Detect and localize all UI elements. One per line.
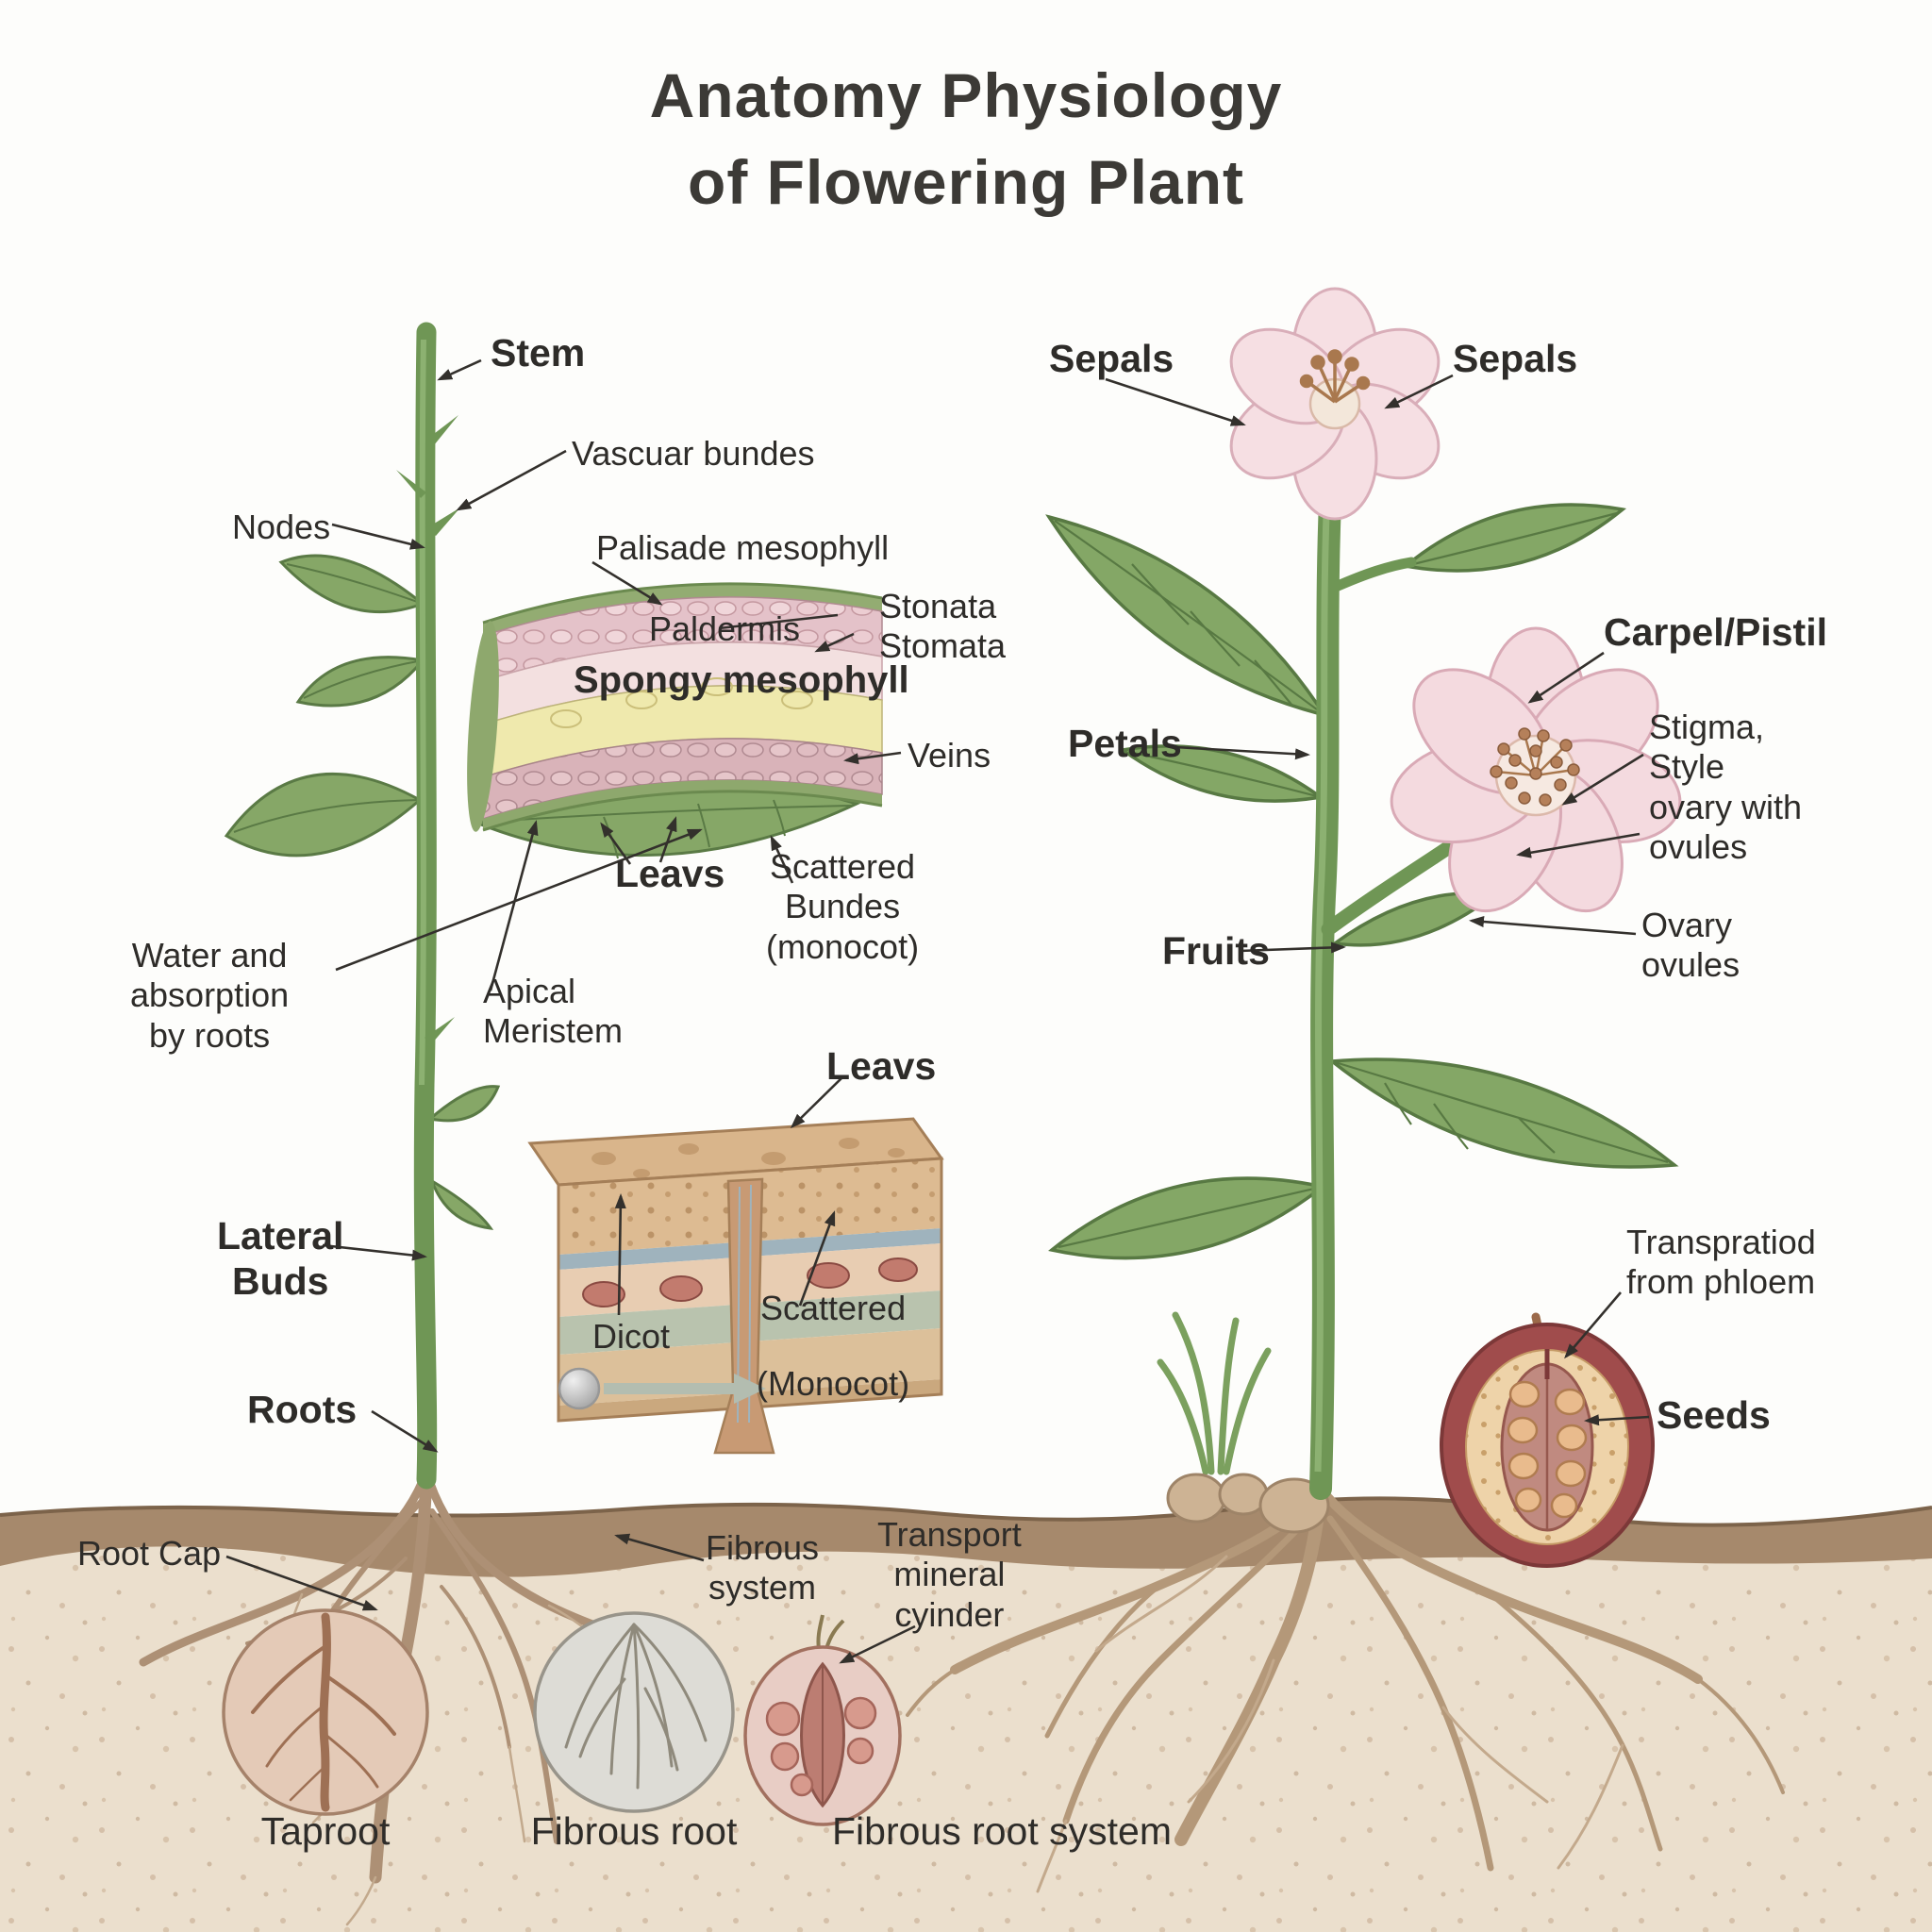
label-water-absorption: Water and absorption by roots bbox=[130, 936, 290, 1055]
label-ovary-ovules: Ovary ovules bbox=[1641, 906, 1740, 985]
label-palisade-mesophyll: Palisade mesophyll bbox=[596, 528, 890, 567]
transport-cylinder-cross-section bbox=[743, 1614, 902, 1826]
label-roots: Roots bbox=[247, 1388, 358, 1431]
label-stomata: Stonata Stomata bbox=[879, 587, 1007, 666]
label-apical-meristem: Apical Meristem bbox=[483, 972, 624, 1051]
label-seeds: Seeds bbox=[1657, 1393, 1771, 1437]
label-leaves-main: Leavs bbox=[615, 852, 725, 895]
sprout-tubers bbox=[1157, 1311, 1330, 1534]
label-dicot: Dicot bbox=[592, 1317, 671, 1356]
label-scattered-bundles: Scattered Bundes (monocot) bbox=[766, 847, 920, 966]
label-fibrous-system: Fibrous system bbox=[706, 1528, 820, 1607]
label-petals: Petals bbox=[1068, 722, 1182, 765]
fruit-cross-section bbox=[1440, 1312, 1655, 1568]
caption-taproot: Taproot bbox=[260, 1809, 391, 1853]
label-stem: Stem bbox=[491, 331, 586, 375]
label-leaves-dicot: Leavs bbox=[826, 1044, 937, 1088]
label-spongy-mesophyll: Spongy mesophyll bbox=[574, 659, 909, 701]
label-monocot: (Monocot) bbox=[757, 1364, 910, 1403]
flower-top bbox=[1229, 287, 1441, 521]
label-sepals-left: Sepals bbox=[1049, 337, 1174, 380]
right-plant bbox=[1045, 432, 1679, 1500]
label-fruits: Fruits bbox=[1162, 929, 1270, 973]
caption-fibrous-root: Fibrous root bbox=[530, 1809, 738, 1853]
dicot-stem-block bbox=[527, 1117, 944, 1455]
direction-arrow-icon bbox=[558, 1367, 766, 1410]
label-transport-cylinder: Transport mineral cyinder bbox=[877, 1515, 1022, 1634]
label-veins: Veins bbox=[908, 736, 991, 774]
label-transpiration: Transpratiod from phloem bbox=[1626, 1223, 1816, 1302]
flower-mid bbox=[1390, 626, 1682, 913]
label-stigma-style: Stigma, Style ovary with ovules bbox=[1649, 708, 1803, 867]
label-scattered: Scattered bbox=[760, 1289, 907, 1327]
label-nodes: Nodes bbox=[232, 508, 331, 546]
caption-fibrous-root-system: Fibrous root system bbox=[832, 1809, 1172, 1853]
label-sepals-right: Sepals bbox=[1453, 337, 1578, 380]
leaf-cross-section bbox=[467, 582, 883, 832]
label-epidermis: Paldermis bbox=[649, 609, 801, 648]
soil bbox=[0, 1496, 1932, 1932]
label-carpel-pistil: Carpel/Pistil bbox=[1604, 610, 1827, 654]
label-lateral-buds: Lateral Buds bbox=[217, 1214, 344, 1304]
left-plant bbox=[224, 322, 861, 1490]
label-vascular-bundles: Vascuar bundes bbox=[572, 434, 815, 473]
taproot-cross-section bbox=[222, 1608, 429, 1816]
leader-lines bbox=[225, 358, 1650, 1664]
fibrous-root-cross-section bbox=[533, 1611, 735, 1813]
label-root-cap: Root Cap bbox=[77, 1534, 222, 1573]
diagram-title: Anatomy Physiology of Flowering Plant bbox=[649, 60, 1283, 218]
